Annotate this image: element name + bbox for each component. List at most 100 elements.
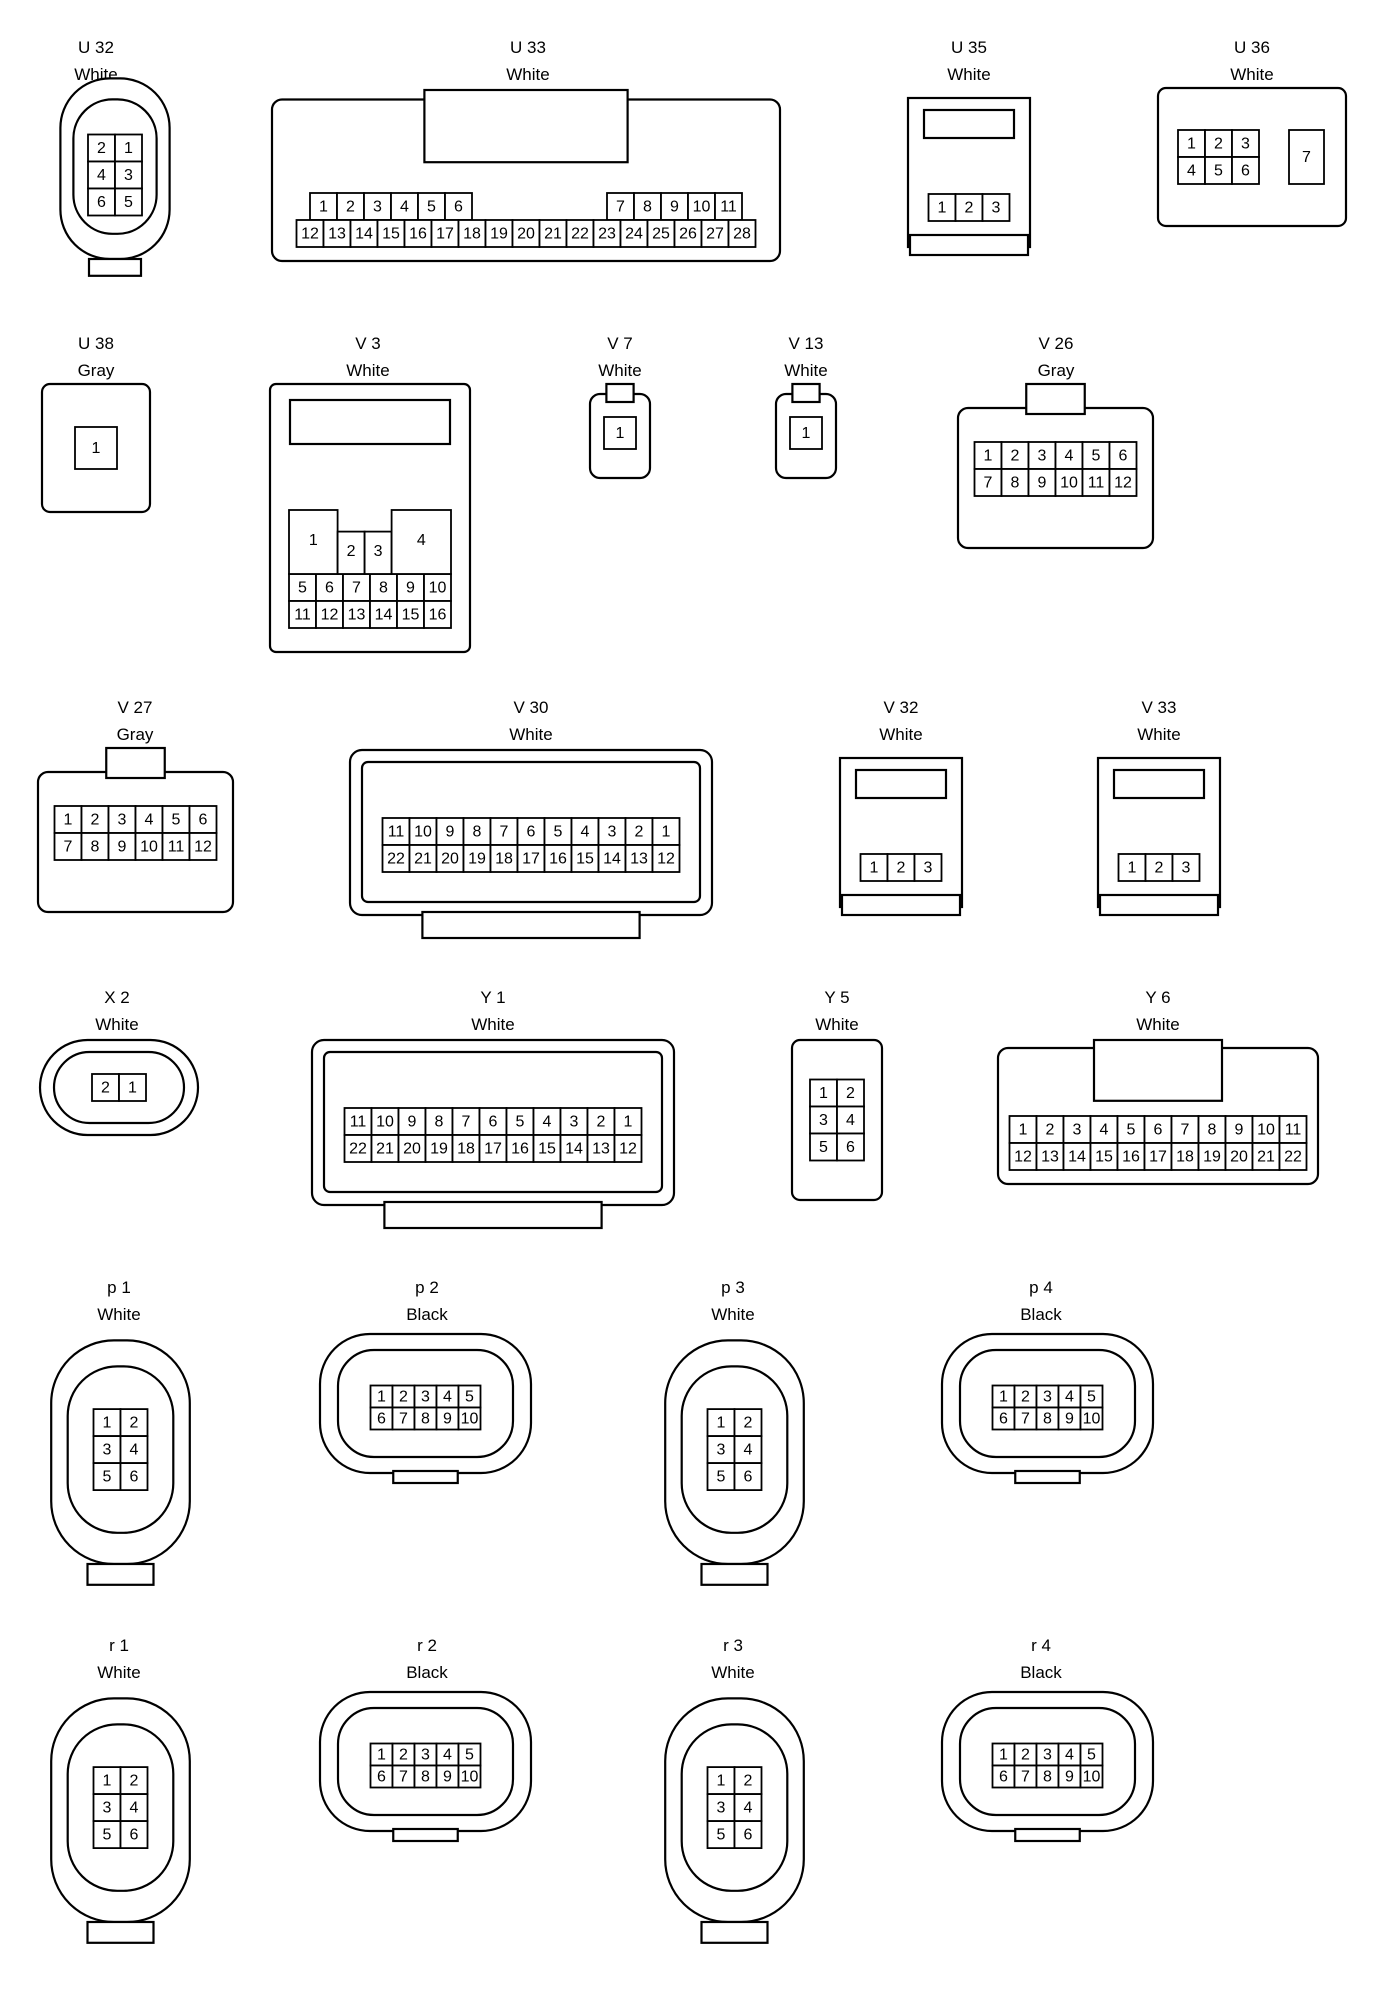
pin-cell: 20 <box>435 844 465 873</box>
pin-cell: 14 <box>559 1134 589 1163</box>
pin-cell: 4 <box>435 1742 460 1767</box>
svg-text:1: 1 <box>717 1415 726 1432</box>
pin-cell: 6 <box>991 1406 1016 1431</box>
pin-cell: 8 <box>80 832 110 861</box>
pin-cell: 2 <box>119 1766 149 1795</box>
svg-text:7: 7 <box>1021 1411 1030 1428</box>
svg-text:8: 8 <box>473 824 482 841</box>
pin-cell: 2 <box>954 193 984 222</box>
pin-cell: 5 <box>1079 1384 1104 1409</box>
pin-cell: 3 <box>1062 1115 1092 1144</box>
pin-cell: 5 <box>457 1384 482 1409</box>
pin-cell: 3 <box>1171 853 1201 882</box>
svg-text:1: 1 <box>999 1747 1008 1764</box>
svg-text:6: 6 <box>744 1469 753 1486</box>
pin-cell: 13 <box>342 600 371 629</box>
pin-cell: 1 <box>651 817 681 846</box>
pin-cell: 1 <box>288 509 339 575</box>
connector-code: V 32 <box>883 698 919 717</box>
svg-text:20: 20 <box>517 226 535 243</box>
pin-cell: 11 <box>1278 1115 1308 1144</box>
svg-text:10: 10 <box>140 839 158 856</box>
svg-text:6: 6 <box>130 1827 139 1844</box>
svg-text:7: 7 <box>399 1411 408 1428</box>
pin-cell: 1 <box>706 1408 736 1437</box>
connector-color: Gray <box>77 361 115 380</box>
svg-text:6: 6 <box>527 824 536 841</box>
pin-cell: 3 <box>413 1742 438 1767</box>
svg-text:2: 2 <box>846 1085 855 1102</box>
connector-code: p 3 <box>721 1278 745 1297</box>
pin-cell: 12 <box>188 832 218 861</box>
svg-text:19: 19 <box>430 1141 448 1158</box>
pin-cell: 20 <box>1224 1142 1254 1171</box>
svg-text:7: 7 <box>1021 1769 1030 1786</box>
svg-text:26: 26 <box>679 226 697 243</box>
connector-code: r 3 <box>723 1636 743 1655</box>
pin-cell: 5 <box>706 1820 736 1850</box>
svg-text:25: 25 <box>652 226 670 243</box>
svg-text:4: 4 <box>443 1747 452 1764</box>
pin-cell: 1 <box>369 1742 394 1767</box>
svg-text:2: 2 <box>399 1389 408 1406</box>
svg-text:1: 1 <box>984 448 993 465</box>
pin-cell: 9 <box>660 192 689 221</box>
svg-text:3: 3 <box>421 1389 430 1406</box>
pin-cell: 1 <box>114 133 143 163</box>
pin-cell: 13 <box>586 1134 616 1163</box>
svg-text:4: 4 <box>145 812 154 829</box>
svg-text:8: 8 <box>421 1411 430 1428</box>
svg-text:9: 9 <box>443 1769 452 1786</box>
pin-cell: 26 <box>673 219 703 248</box>
svg-text:3: 3 <box>124 167 133 184</box>
connector-code: p 1 <box>107 1278 131 1297</box>
pin-cell: 2 <box>886 853 916 882</box>
pin-cell: 3 <box>1027 441 1057 470</box>
pin-cell: 15 <box>532 1134 562 1163</box>
pin-cell: 16 <box>1116 1142 1146 1171</box>
svg-text:6: 6 <box>1119 448 1128 465</box>
pin-cell: 5 <box>505 1107 535 1136</box>
svg-text:7: 7 <box>1302 149 1311 166</box>
pin-cell: 4 <box>390 509 452 575</box>
pin-cell: 2 <box>1204 129 1233 158</box>
svg-text:20: 20 <box>1230 1149 1248 1166</box>
svg-text:7: 7 <box>462 1114 471 1131</box>
svg-text:6: 6 <box>489 1114 498 1131</box>
svg-text:6: 6 <box>999 1769 1008 1786</box>
svg-text:4: 4 <box>400 199 409 216</box>
svg-text:1: 1 <box>819 1085 828 1102</box>
pin-cell: 11 <box>714 192 743 221</box>
svg-text:18: 18 <box>457 1141 475 1158</box>
connector-color: White <box>879 725 923 744</box>
svg-text:2: 2 <box>744 1415 753 1432</box>
svg-text:9: 9 <box>446 824 455 841</box>
svg-text:2: 2 <box>97 140 106 157</box>
connector-color: White <box>947 65 991 84</box>
svg-text:6: 6 <box>1154 1122 1163 1139</box>
connector-code: V 3 <box>355 334 381 353</box>
pin-cell: 1 <box>991 1384 1016 1409</box>
svg-text:8: 8 <box>91 839 100 856</box>
pin-cell: 3 <box>913 853 943 882</box>
svg-text:2: 2 <box>1214 136 1223 153</box>
svg-text:3: 3 <box>118 812 127 829</box>
pin-cell: 17 <box>430 219 460 248</box>
pin-cell: 3 <box>413 1384 438 1409</box>
svg-text:8: 8 <box>421 1769 430 1786</box>
pin-cell: 5 <box>417 192 446 221</box>
svg-text:5: 5 <box>717 1469 726 1486</box>
pin-cell: 16 <box>505 1134 535 1163</box>
svg-text:20: 20 <box>403 1141 421 1158</box>
svg-text:1: 1 <box>938 200 947 217</box>
pin-cell: 9 <box>1057 1406 1082 1431</box>
svg-text:15: 15 <box>402 607 420 624</box>
pin-cell: 14 <box>369 600 398 629</box>
connector-color: Black <box>1020 1305 1062 1324</box>
pin-cell: 13 <box>322 219 352 248</box>
pin-cell: 3 <box>92 1435 122 1464</box>
pin-cell: 11 <box>1081 468 1111 497</box>
